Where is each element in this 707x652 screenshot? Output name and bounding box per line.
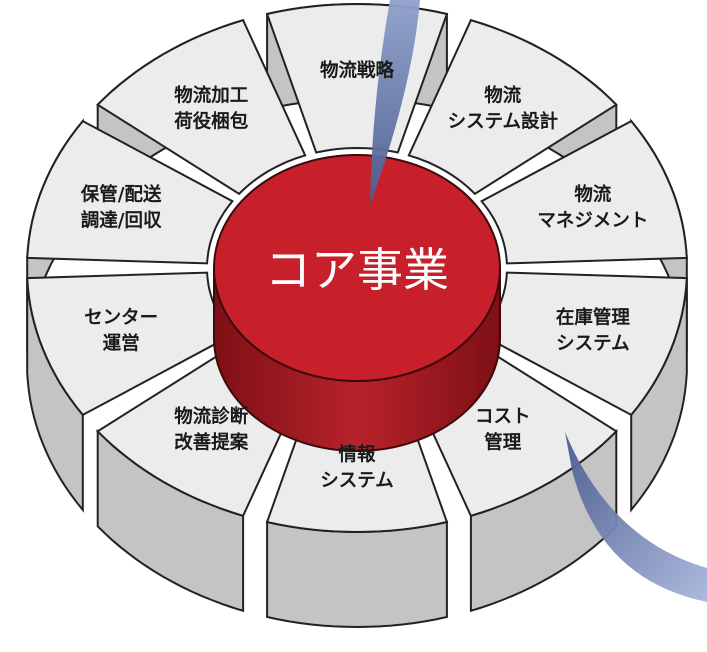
ring-segment xyxy=(480,271,688,513)
ring-segment xyxy=(26,118,234,353)
ring-segment-label: マネジメント xyxy=(537,211,648,232)
ring-segment-label: センター xyxy=(84,307,158,328)
ring-segment-label: 管理 xyxy=(484,432,522,454)
flow-arrow-top xyxy=(370,0,420,205)
ring-segment-label: システム xyxy=(556,333,629,354)
ring-segment-label: システム xyxy=(320,470,393,491)
ring-segment-label: 調達/回収 xyxy=(81,210,162,232)
ring-segment-top xyxy=(96,18,307,196)
ring-segment-label: 物流診断 xyxy=(174,406,249,428)
ring-segment-label: 運営 xyxy=(103,332,140,354)
ring-segment-label: 物流戦略 xyxy=(320,60,395,82)
ring-labels: 物流戦略物流システム設計物流加工荷役梱包物流マネジメント保管/配送調達/回収在庫… xyxy=(80,60,649,492)
core-label: コア事業 xyxy=(265,243,449,297)
core-cylinder-top xyxy=(213,154,501,382)
ring-segment-label: 在庫管理 xyxy=(556,306,631,328)
ring-segment-side xyxy=(266,520,448,629)
ring-segment-label: コスト xyxy=(475,407,531,428)
ring-segment-label: 荷役梱包 xyxy=(174,111,249,133)
ring-segment-label: 改善提案 xyxy=(174,432,249,454)
ring-segment-label: 保管/配送 xyxy=(80,184,162,206)
ring-segment-label: 物流加工 xyxy=(174,85,248,107)
ring-segment-label: システム設計 xyxy=(448,111,559,133)
ring-segment-label: 物流 xyxy=(574,184,612,206)
ring-segment xyxy=(96,18,307,203)
ring-segment xyxy=(26,271,234,513)
ring-segment-top xyxy=(480,119,688,265)
ring-segment-label: 情報 xyxy=(338,443,376,465)
ring-segment xyxy=(480,118,688,353)
flow-arrow-bottom xyxy=(565,432,707,602)
ring-segment-label: 物流 xyxy=(484,85,522,107)
core-cylinder xyxy=(213,154,501,452)
ring-segment-top xyxy=(26,119,234,265)
ring-segment-top xyxy=(407,18,618,196)
